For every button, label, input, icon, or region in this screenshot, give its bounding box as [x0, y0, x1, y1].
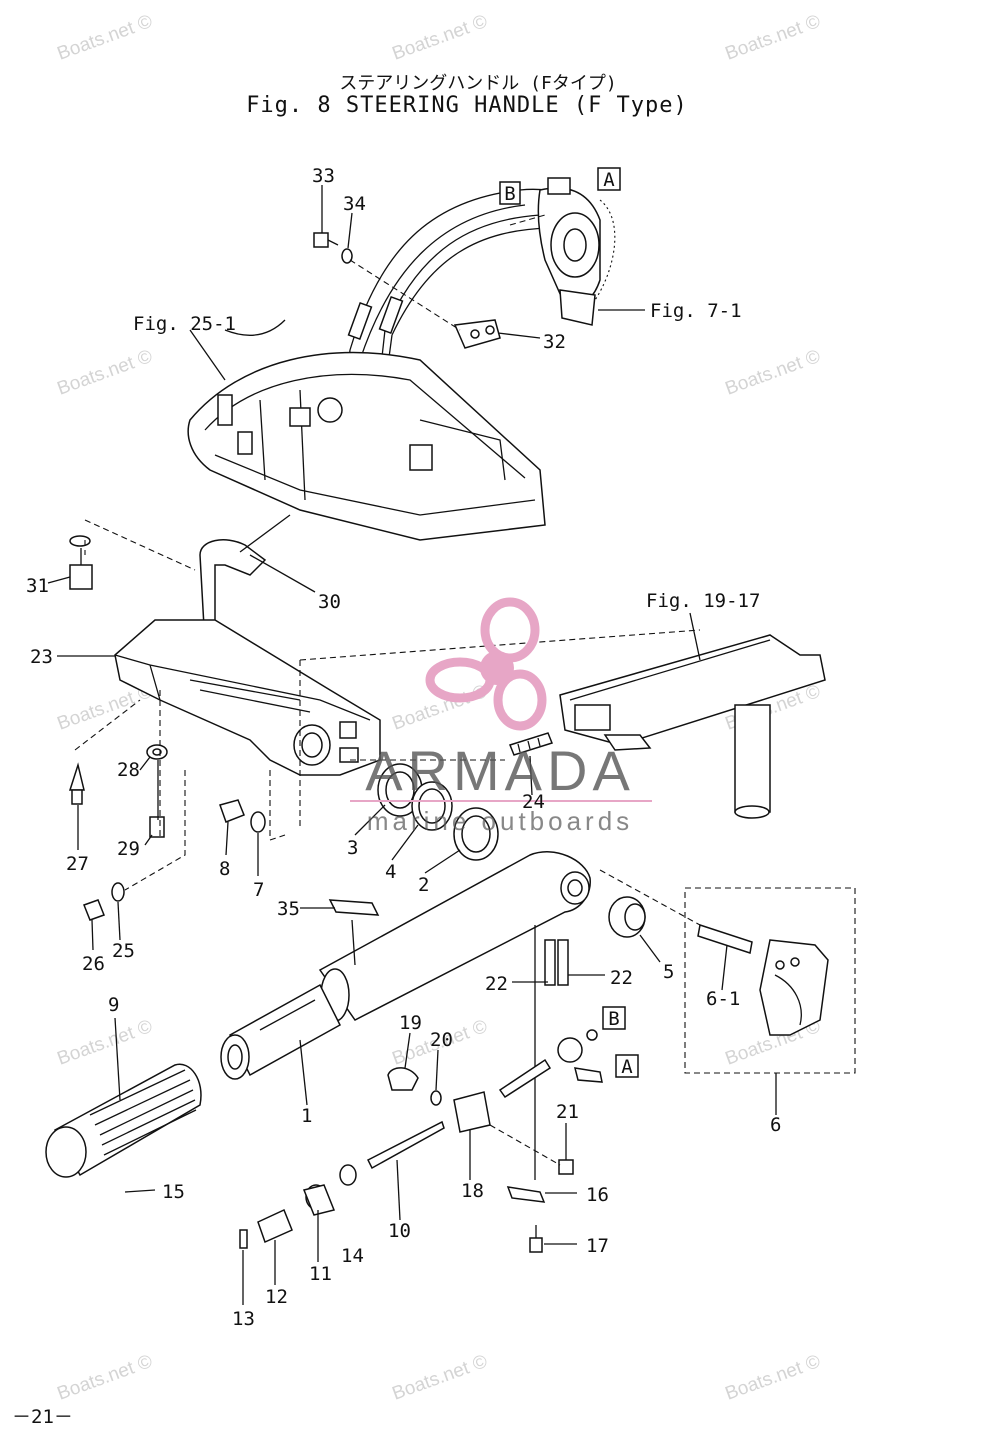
brand-tagline: marine outboards — [367, 806, 633, 836]
mount-bracket — [559, 634, 826, 819]
thrust-washers — [377, 763, 499, 861]
part-label: 22 — [485, 973, 508, 995]
watermark: Boats.net © — [723, 1351, 824, 1405]
part-label: 14 — [341, 1245, 364, 1267]
ref-box-a-label: A — [621, 1056, 633, 1078]
steering-arm-assembly — [114, 619, 381, 776]
watermark: Boats.net © — [55, 11, 156, 65]
pivot-bolt-24 — [509, 732, 553, 756]
bushing-5 — [608, 896, 646, 938]
watermark: Boats.net © — [723, 11, 824, 65]
part-label: 6-1 — [706, 988, 740, 1010]
throttle-link-rod — [498, 925, 603, 1180]
throttle-shaft-parts — [239, 1067, 574, 1253]
part-label: 34 — [343, 193, 366, 215]
part-label: 30 — [318, 591, 341, 613]
ref-box-b-top: B — [499, 181, 521, 205]
fig-ref-19-17: Fig. 19-17 — [646, 590, 760, 612]
watermark: Boats.net © — [390, 11, 491, 65]
part-label: 23 — [30, 646, 53, 668]
part-label: 28 — [117, 759, 140, 781]
part-label: 15 — [162, 1181, 185, 1203]
part-label: 7 — [253, 879, 264, 901]
armada-logo — [425, 597, 547, 731]
bolt-33 — [313, 232, 339, 248]
part-label: 4 — [385, 861, 396, 883]
watermark: Boats.net © — [55, 1016, 156, 1070]
ref-box-b-label: B — [608, 1008, 619, 1030]
cable-bracket — [453, 319, 501, 349]
part-label: 12 — [265, 1286, 288, 1308]
fig-ref-25-1: Fig. 25-1 — [133, 313, 236, 335]
watermark: Boats.net © — [723, 346, 824, 400]
steering-bracket — [199, 514, 291, 647]
figure-title: Fig. 8 STEERING HANDLE (F Type) — [246, 93, 688, 118]
part-label: 6 — [770, 1114, 781, 1136]
part-label: 31 — [26, 575, 49, 597]
throttle-grip — [45, 1063, 202, 1178]
part-label: 10 — [388, 1220, 411, 1242]
page-number: －21－ — [12, 1406, 73, 1428]
watermark: Boats.net © — [390, 1351, 491, 1405]
part-label: 2 — [418, 874, 429, 896]
part-number-labels: 33 34 32 31 30 23 28 24 3 29 27 8 4 2 7 … — [26, 165, 781, 1330]
part-label: 25 — [112, 940, 135, 962]
watermark: Boats.net © — [55, 346, 156, 400]
tiller-handle — [220, 851, 591, 1080]
lower-cover-frame — [187, 319, 546, 541]
part-label: 32 — [543, 331, 566, 353]
part-label: 26 — [82, 953, 105, 975]
small-hardware — [68, 535, 380, 921]
title-japanese: ステアリングハンドル (Fタイプ) — [339, 73, 616, 94]
part-label: 24 — [522, 791, 545, 813]
ref-box-b-label: B — [504, 183, 515, 205]
part-label: 11 — [309, 1263, 332, 1285]
part-label: 21 — [556, 1101, 579, 1123]
cover-assembly-box — [684, 887, 856, 1074]
part-label: 35 — [277, 898, 300, 920]
leader-lines — [47, 185, 777, 1305]
part-label: 16 — [586, 1184, 609, 1206]
part-label: 18 — [461, 1180, 484, 1202]
part-label: 22 — [610, 967, 633, 989]
part-label: 5 — [663, 961, 674, 983]
ref-box-a-bottom: A — [615, 1054, 639, 1078]
part-label: 20 — [430, 1029, 453, 1051]
friction-bolt-6-1 — [697, 924, 753, 954]
ref-box-b-bottom: B — [602, 1006, 626, 1030]
part-label: 29 — [117, 838, 140, 860]
cam-assembly — [537, 177, 616, 326]
part-label: 1 — [301, 1105, 312, 1127]
part-label: 13 — [232, 1308, 255, 1330]
part-label: 3 — [347, 837, 358, 859]
fig-ref-7-1: Fig. 7-1 — [650, 300, 742, 322]
part-label: 8 — [219, 858, 230, 880]
washer-34 — [341, 248, 353, 264]
part-label: 27 — [66, 853, 89, 875]
brand-name: ARMADA — [365, 739, 635, 802]
guide-lines — [74, 214, 701, 1166]
part-label: 33 — [312, 165, 335, 187]
part-label: 19 — [399, 1012, 422, 1034]
part-label: 9 — [108, 994, 119, 1016]
steering-friction-cover — [759, 939, 829, 1036]
ref-box-a-top: A — [597, 167, 621, 191]
ref-box-a-label: A — [603, 169, 615, 191]
watermark: Boats.net © — [55, 1351, 156, 1405]
part-label: 17 — [586, 1235, 609, 1257]
